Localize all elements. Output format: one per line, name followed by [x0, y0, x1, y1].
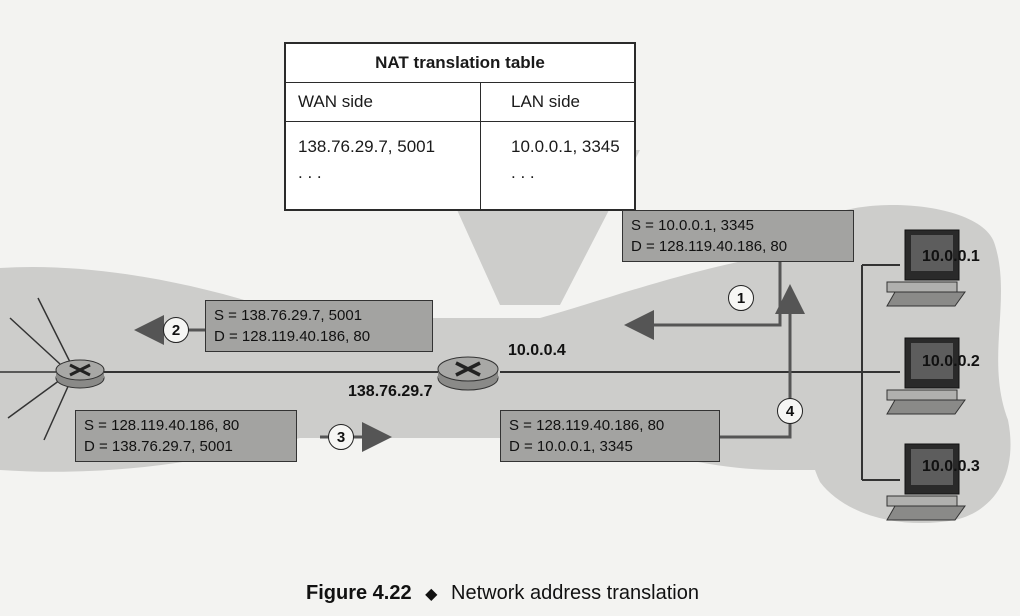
wan-ellipsis: . . .: [298, 163, 322, 182]
packet-2-source: S = 138.76.29.7, 5001: [214, 307, 363, 324]
edge-router: [55, 359, 105, 389]
packet-3: S = 128.119.40.186, 80 D = 138.76.29.7, …: [75, 410, 297, 462]
wan-side-header: WAN side: [284, 82, 481, 122]
host-3-address: 10.0.0.3: [922, 458, 980, 475]
lan-ellipsis: . . .: [511, 163, 535, 182]
host-computer-2: [886, 337, 966, 415]
packet-2-destination: D = 128.119.40.186, 80: [214, 328, 371, 345]
nat-translation-table: NAT translation table WAN side LAN side …: [284, 42, 636, 211]
packet-3-source: S = 128.119.40.186, 80: [84, 417, 240, 434]
packet-1-destination: D = 128.119.40.186, 80: [631, 238, 788, 255]
packet-2: S = 138.76.29.7, 5001 D = 128.119.40.186…: [205, 300, 433, 352]
host-2-address: 10.0.0.2: [922, 353, 980, 370]
host-1-address: 10.0.0.1: [922, 248, 980, 265]
lan-side-header: LAN side: [480, 82, 636, 122]
step-3-marker: 3: [328, 424, 354, 450]
lan-entry: 10.0.0.1, 3345: [511, 137, 620, 156]
host-computer-1: [886, 229, 966, 307]
nat-router: [437, 356, 499, 391]
router-lan-address: 10.0.0.4: [508, 342, 566, 359]
figure-title: Network address translation: [451, 582, 699, 604]
table-title: NAT translation table: [284, 42, 636, 83]
packet-4: S = 128.119.40.186, 80 D = 10.0.0.1, 334…: [500, 410, 720, 462]
router-wan-address: 138.76.29.7: [348, 383, 433, 400]
figure-number: Figure 4.22: [306, 582, 412, 604]
packet-4-source: S = 128.119.40.186, 80: [509, 417, 665, 434]
wan-entry: 138.76.29.7, 5001: [298, 137, 436, 156]
packet-1-source: S = 10.0.0.1, 3345: [631, 217, 755, 234]
lan-side-cell: 10.0.0.1, 3345 . . .: [480, 121, 636, 211]
step-1-marker: 1: [728, 285, 754, 311]
arrow-4: [705, 284, 805, 439]
packet-3-destination: D = 138.76.29.7, 5001: [84, 438, 233, 455]
wan-side-cell: 138.76.29.7, 5001 . . .: [284, 121, 481, 211]
caption-bullet-icon: ◆: [425, 586, 438, 603]
step-2-marker: 2: [163, 317, 189, 343]
host-computer-3: [886, 443, 966, 521]
packet-1: S = 10.0.0.1, 3345 D = 128.119.40.186, 8…: [622, 210, 854, 262]
figure-caption: Figure 4.22 ◆ Network address translatio…: [306, 582, 699, 605]
packet-4-destination: D = 10.0.0.1, 3345: [509, 438, 633, 455]
arrow-1: [624, 235, 782, 340]
step-4-marker: 4: [777, 398, 803, 424]
